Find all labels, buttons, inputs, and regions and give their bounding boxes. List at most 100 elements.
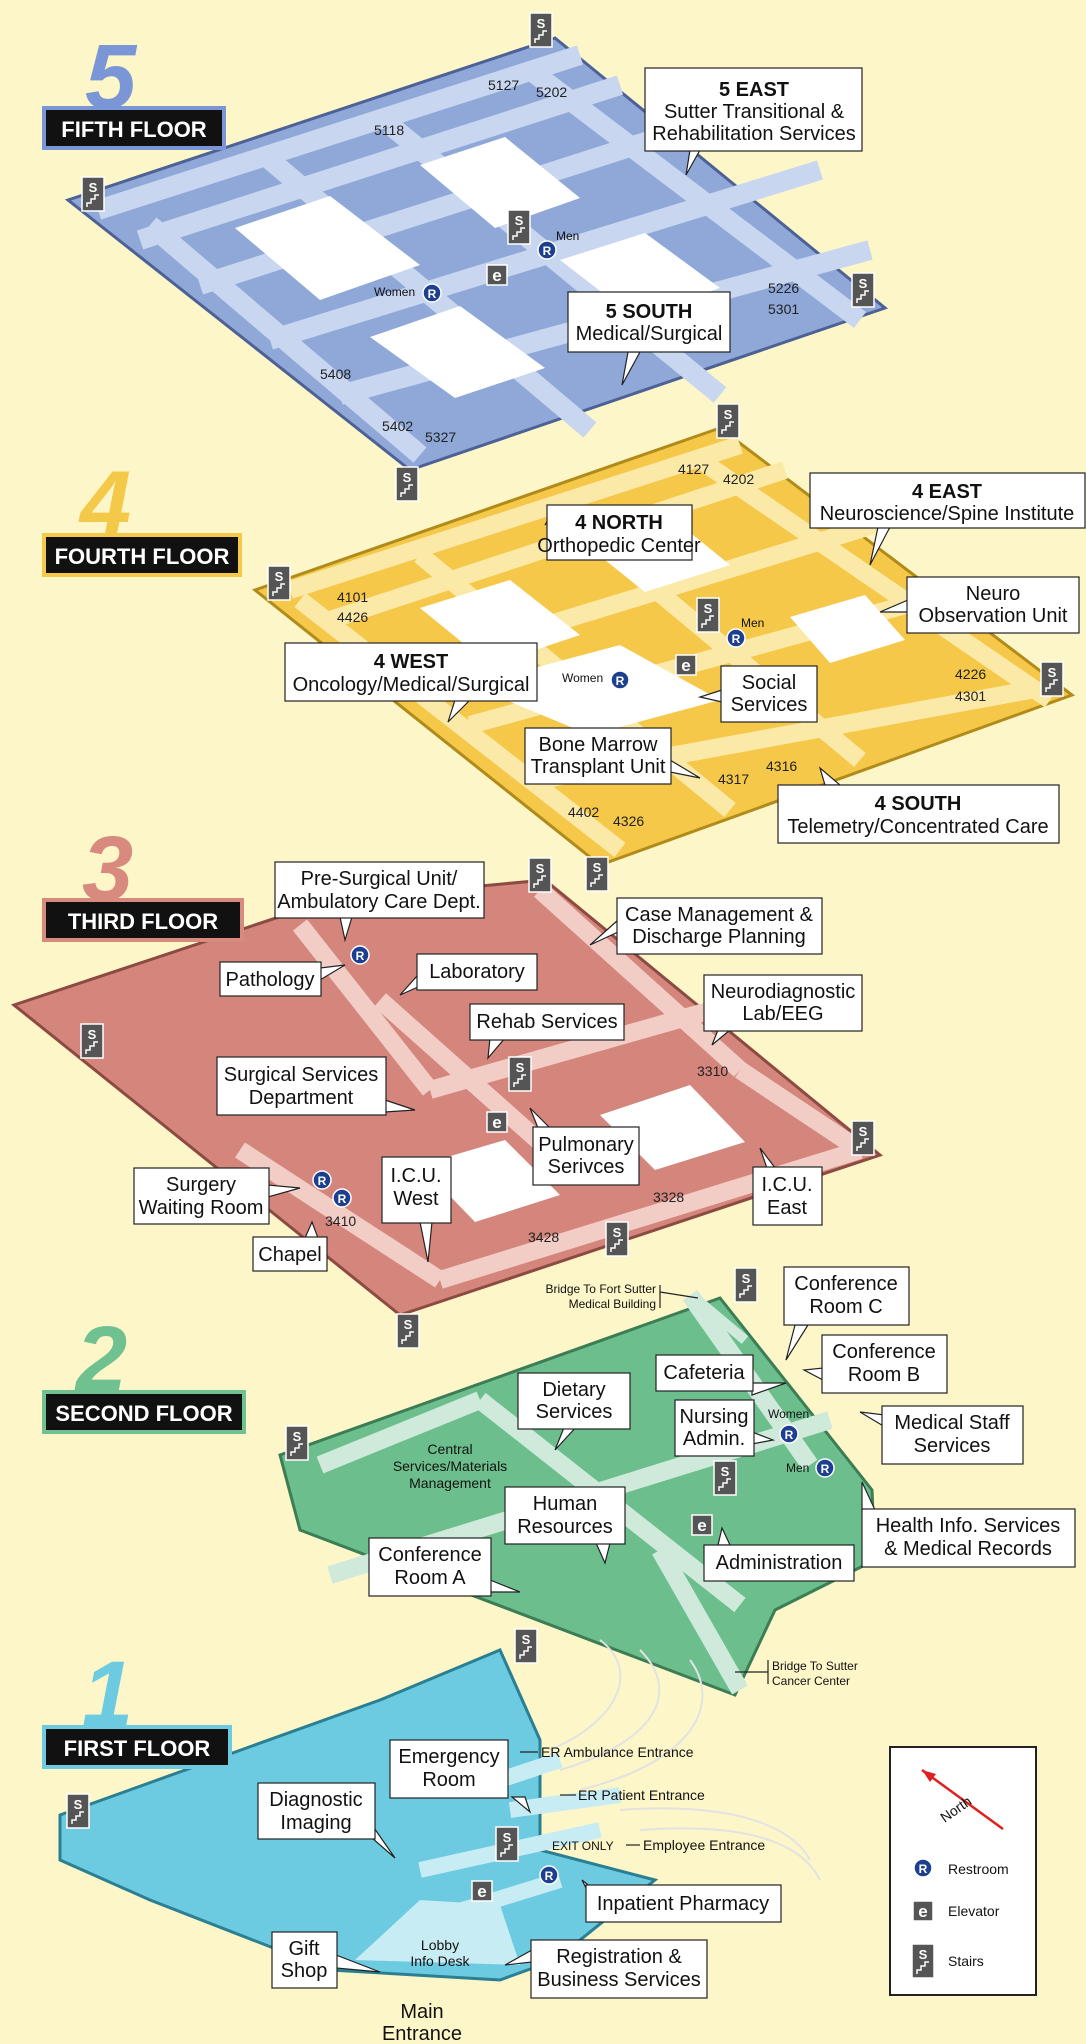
callout-registration: Registration & Business Services: [504, 1939, 708, 1999]
callout-line: Neuro: [966, 583, 1020, 605]
callout-dietary: Dietary Services: [517, 1372, 631, 1451]
employee-entrance-label: Employee Entrance: [626, 1837, 765, 1853]
second-floor: Women Men Bridge To Fort Sutter Medical …: [42, 1266, 1076, 1697]
callout-line: Administration: [716, 1552, 843, 1574]
stairs-icon: [716, 403, 740, 439]
callout-surgical-services: Surgical Services Department: [216, 1056, 416, 1116]
exit-only-label: EXIT ONLY: [552, 1839, 614, 1853]
callout-line: Room C: [809, 1296, 882, 1318]
stairs-icon: [81, 176, 105, 212]
floor-name-badge: [42, 898, 244, 942]
callout-line: Chapel: [258, 1244, 321, 1266]
callout-line: Dietary: [542, 1379, 605, 1401]
callout-pulmonary: Pulmonary Serivces: [529, 1107, 640, 1186]
callout-icu-west: I.C.U. West: [381, 1156, 452, 1263]
fifth-courtyard-north: [420, 137, 580, 228]
callout-health-info: Health Info. Services & Medical Records: [861, 1481, 1076, 1568]
floor-name: FOURTH FLOOR: [55, 544, 230, 569]
callout-line: Sutter Transitional &: [664, 101, 845, 123]
stairs-icon: [734, 1267, 758, 1303]
callout-4-west: 4 WEST Oncology/Medical/Surgical: [284, 642, 538, 723]
callout-emergency-room: Emergency Room: [389, 1739, 532, 1814]
callout-4-north: 4 NORTH Orthopedic Center: [537, 504, 701, 561]
callout-5-east: 5 EAST Sutter Transitional & Rehabilitat…: [644, 67, 863, 176]
stairs-icon: [911, 1943, 935, 1979]
room-number: 4317: [718, 771, 749, 787]
callout-line: Surgical Services: [224, 1064, 379, 1086]
stairs-icon: [713, 1460, 737, 1496]
third-floor: 3310 3410 3328 3428 Pre-Surgical Unit/ A…: [10, 818, 884, 1349]
callout-line: Observation Unit: [919, 605, 1068, 627]
callout-line: Bridge To Sutter: [772, 1659, 858, 1673]
fourth-courtyard-east: [790, 595, 905, 663]
floor-name-badge: [42, 1725, 232, 1769]
callout-line: Registration &: [556, 1946, 682, 1968]
legend-elevator: Elevator: [948, 1903, 1000, 1919]
stairs-icon: [285, 1425, 309, 1461]
callout-line: Emergency: [398, 1746, 499, 1768]
elevator-icon: [675, 654, 697, 676]
callout-line: East: [767, 1197, 807, 1219]
callout-line: Surgery: [166, 1174, 236, 1196]
fifth-room-numbers: 5127 5202 5118 5226 5301 5408 5402 5327: [320, 77, 799, 445]
callout-line: Cancer Center: [772, 1674, 850, 1688]
room-number: 5127: [488, 77, 519, 93]
restroom-icon: [332, 1188, 352, 1208]
floor-name: FIRST FLOOR: [64, 1736, 211, 1761]
callout-line: Bone Marrow: [539, 734, 658, 756]
callout-line: Health Info. Services: [876, 1515, 1061, 1537]
stairs-icon: [507, 209, 531, 245]
callout-conference-c: Conference Room C: [783, 1266, 910, 1361]
stairs-icon: [514, 1628, 538, 1664]
callout-line: Medical/Surgical: [576, 323, 723, 345]
fourth-courtyard-south: [470, 645, 720, 735]
fifth-courtyard-west: [235, 196, 420, 300]
men-label: Men: [786, 1461, 809, 1475]
stairs-icon: [529, 12, 553, 48]
room-number: 5408: [320, 366, 351, 382]
third-courtyard-west: [420, 1140, 560, 1222]
callout-neurodiagnostic: Neurodiagnostic Lab/EEG: [703, 974, 863, 1046]
callout-human-resources: Human Resources: [504, 1486, 626, 1565]
callout-line: I.C.U.: [390, 1165, 441, 1187]
room-number: 4316: [766, 758, 797, 774]
callout-line: Medical Staff: [894, 1412, 1010, 1434]
restroom-icon: [539, 1865, 559, 1885]
women-label: Women: [562, 671, 603, 685]
restroom-icon: [779, 1424, 799, 1444]
callout-5-south: 5 SOUTH Medical/Surgical: [567, 291, 731, 386]
callout-presurgical: Pre-Surgical Unit/ Ambulatory Care Dept.: [274, 861, 485, 943]
callout-line: Medical Building: [569, 1297, 656, 1311]
bridge-cancer-center-label: Bridge To Sutter Cancer Center: [735, 1659, 858, 1688]
callout-title: 5 SOUTH: [606, 301, 693, 323]
callout-line: Gift: [288, 1938, 320, 1960]
callout-case-management: Case Management & Discharge Planning: [589, 897, 823, 955]
callout-line: Services: [914, 1435, 991, 1457]
stairs-icon: [605, 1221, 629, 1257]
room-number: 5327: [425, 429, 456, 445]
callout-line: Lab/EEG: [742, 1003, 823, 1025]
men-label: Men: [741, 616, 764, 630]
stairs-icon: [528, 857, 552, 893]
callout-rehab: Rehab Services: [469, 1003, 625, 1060]
restroom-icon: [422, 283, 442, 303]
callout-administration: Administration: [703, 1526, 855, 1582]
callout-title: 4 WEST: [374, 651, 448, 673]
callout-neuro-observation: Neuro Observation Unit: [879, 576, 1080, 634]
elevator-icon: [912, 1900, 934, 1922]
callout-line: Orthopedic Center: [537, 535, 701, 557]
central-services-label: Central Services/Materials Management: [393, 1441, 507, 1491]
room-number: 5118: [374, 122, 404, 138]
callout-line: Cafeteria: [663, 1362, 745, 1384]
floor-name-badge: [42, 106, 226, 150]
callout-nursing-admin: Nursing Admin.: [674, 1399, 776, 1457]
floor-name: THIRD FLOOR: [68, 909, 218, 934]
callout-line: Room: [422, 1769, 475, 1791]
stairs-icon: [495, 1826, 519, 1862]
callout-line: Room A: [394, 1567, 466, 1589]
restroom-icon: [726, 628, 746, 648]
callout-line: Oncology/Medical/Surgical: [293, 674, 530, 696]
bridge-fort-sutter-path: [691, 1294, 749, 1344]
legend-stairs: Stairs: [948, 1953, 984, 1969]
